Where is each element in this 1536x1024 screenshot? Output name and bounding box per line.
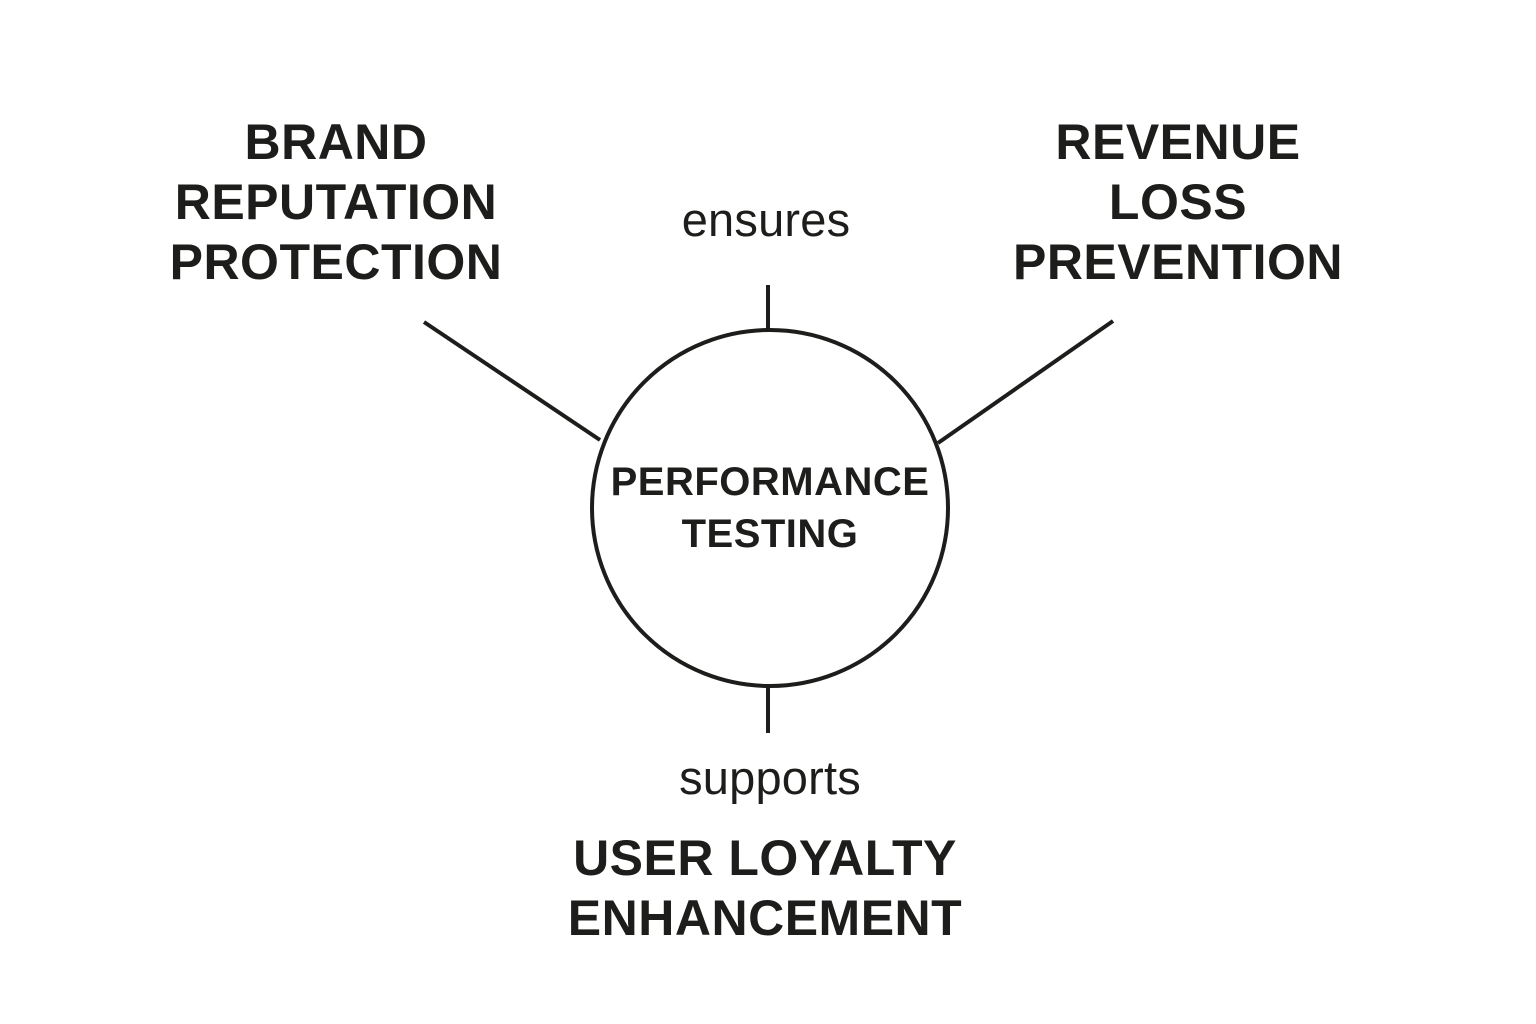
center-node-line-2: TESTING xyxy=(681,512,859,556)
node-brand-line-2: REPUTATION xyxy=(174,174,498,230)
center-node-performance-testing: PERFORMANCE TESTING xyxy=(611,456,930,560)
node-revenue-line-3: PREVENTION xyxy=(1012,234,1344,290)
connector-right-line xyxy=(936,319,1115,445)
node-loyalty-line-2: ENHANCEMENT xyxy=(567,890,963,946)
connector-left-line xyxy=(422,320,602,442)
edge-label-supports: supports xyxy=(679,751,861,804)
node-revenue-line-2: LOSS xyxy=(1108,174,1248,230)
node-user-loyalty-enhancement: USER LOYALTY ENHANCEMENT xyxy=(568,828,962,948)
center-circle xyxy=(590,328,950,688)
node-brand-reputation-protection: BRAND REPUTATION PROTECTION xyxy=(170,112,503,292)
node-loyalty-line-1: USER LOYALTY xyxy=(573,830,957,886)
center-node-line-1: PERFORMANCE xyxy=(610,460,930,504)
node-brand-line-3: PROTECTION xyxy=(169,234,503,290)
edge-label-ensures: ensures xyxy=(681,193,851,246)
node-brand-line-1: BRAND xyxy=(244,114,428,170)
node-revenue-line-1: REVENUE xyxy=(1055,114,1301,170)
node-revenue-loss-prevention: REVENUE LOSS PREVENTION xyxy=(1013,112,1343,292)
